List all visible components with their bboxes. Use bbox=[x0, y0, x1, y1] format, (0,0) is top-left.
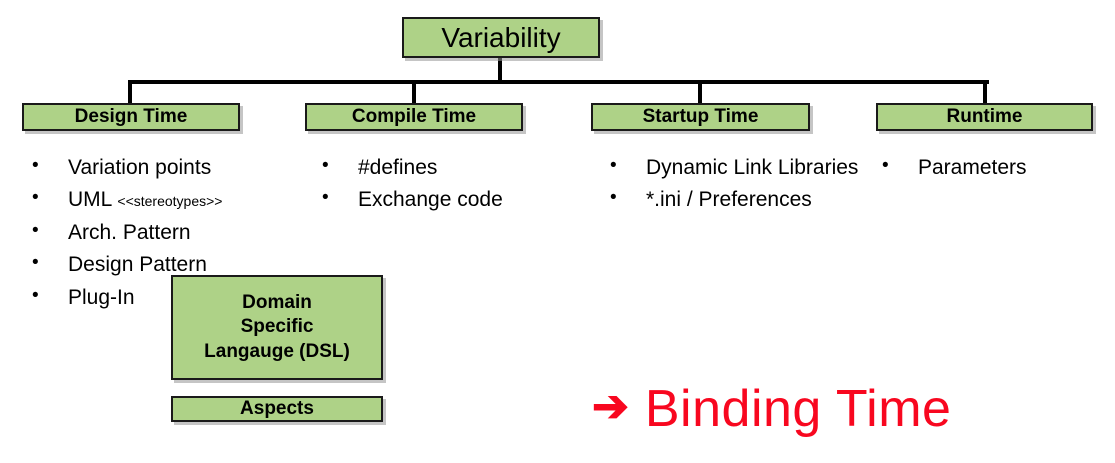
list-item: Arch. Pattern bbox=[22, 217, 292, 247]
list-item-text: Exchange code bbox=[358, 188, 503, 212]
node-runtime: Runtime bbox=[876, 103, 1093, 131]
list-item-text: Dynamic Link Libraries bbox=[646, 156, 859, 179]
node-aspects: Aspects bbox=[171, 396, 383, 422]
list-item: Variation points bbox=[22, 152, 292, 182]
list-item: #defines bbox=[312, 152, 562, 182]
list-item-text: *.ini / Preferences bbox=[646, 188, 812, 212]
list-item-text: Design Pattern bbox=[68, 253, 207, 277]
list-item: Plug-In bbox=[22, 282, 292, 312]
list-startup-time: Dynamic Link Libraries *.ini / Preferenc… bbox=[600, 152, 862, 218]
list-item: *.ini / Preferences bbox=[600, 184, 862, 214]
list-item-text: Parameters bbox=[918, 156, 1027, 179]
list-item: UML <<stereotypes>> bbox=[22, 184, 292, 214]
dsl-line-2: Specific bbox=[240, 316, 314, 338]
node-variability: Variability bbox=[402, 17, 600, 58]
connector-root-vertical bbox=[498, 57, 502, 82]
list-item: Dynamic Link Libraries bbox=[600, 152, 862, 182]
list-item: Exchange code bbox=[312, 184, 562, 214]
list-design-time: Variation points UML <<stereotypes>> Arc… bbox=[22, 152, 292, 315]
list-item-text: Plug-In bbox=[68, 285, 135, 309]
list-item: Design Pattern bbox=[22, 249, 292, 279]
node-design-time: Design Time bbox=[22, 103, 240, 131]
dsl-line-3: Langauge (DSL) bbox=[204, 340, 350, 362]
list-item-text: Variation points bbox=[68, 156, 212, 179]
connector-compile-time-drop bbox=[412, 80, 416, 104]
list-runtime: Parameters bbox=[872, 152, 1102, 185]
list-item-text: Arch. Pattern bbox=[68, 220, 191, 244]
connector-startup-time-drop bbox=[698, 80, 702, 104]
list-item-stereotype: <<stereotypes>> bbox=[117, 193, 223, 210]
dsl-line-1: Domain bbox=[242, 292, 312, 314]
connector-design-time-drop bbox=[128, 80, 132, 104]
callout-binding-time: ➔ Binding Time bbox=[592, 383, 951, 435]
connector-runtime-drop bbox=[983, 80, 987, 104]
list-item: Parameters bbox=[872, 152, 1102, 182]
node-startup-time: Startup Time bbox=[591, 103, 810, 131]
list-item-text: UML bbox=[68, 188, 118, 212]
arrow-right-icon: ➔ bbox=[592, 382, 629, 431]
list-item-text: #defines bbox=[358, 156, 438, 179]
callout-binding-time-label: Binding Time bbox=[644, 380, 952, 438]
list-compile-time: #defines Exchange code bbox=[312, 152, 562, 218]
node-compile-time: Compile Time bbox=[305, 103, 523, 131]
node-domain-specific-language: Domain Specific Langauge (DSL) bbox=[171, 275, 383, 380]
connector-horizontal-bar bbox=[130, 80, 989, 84]
